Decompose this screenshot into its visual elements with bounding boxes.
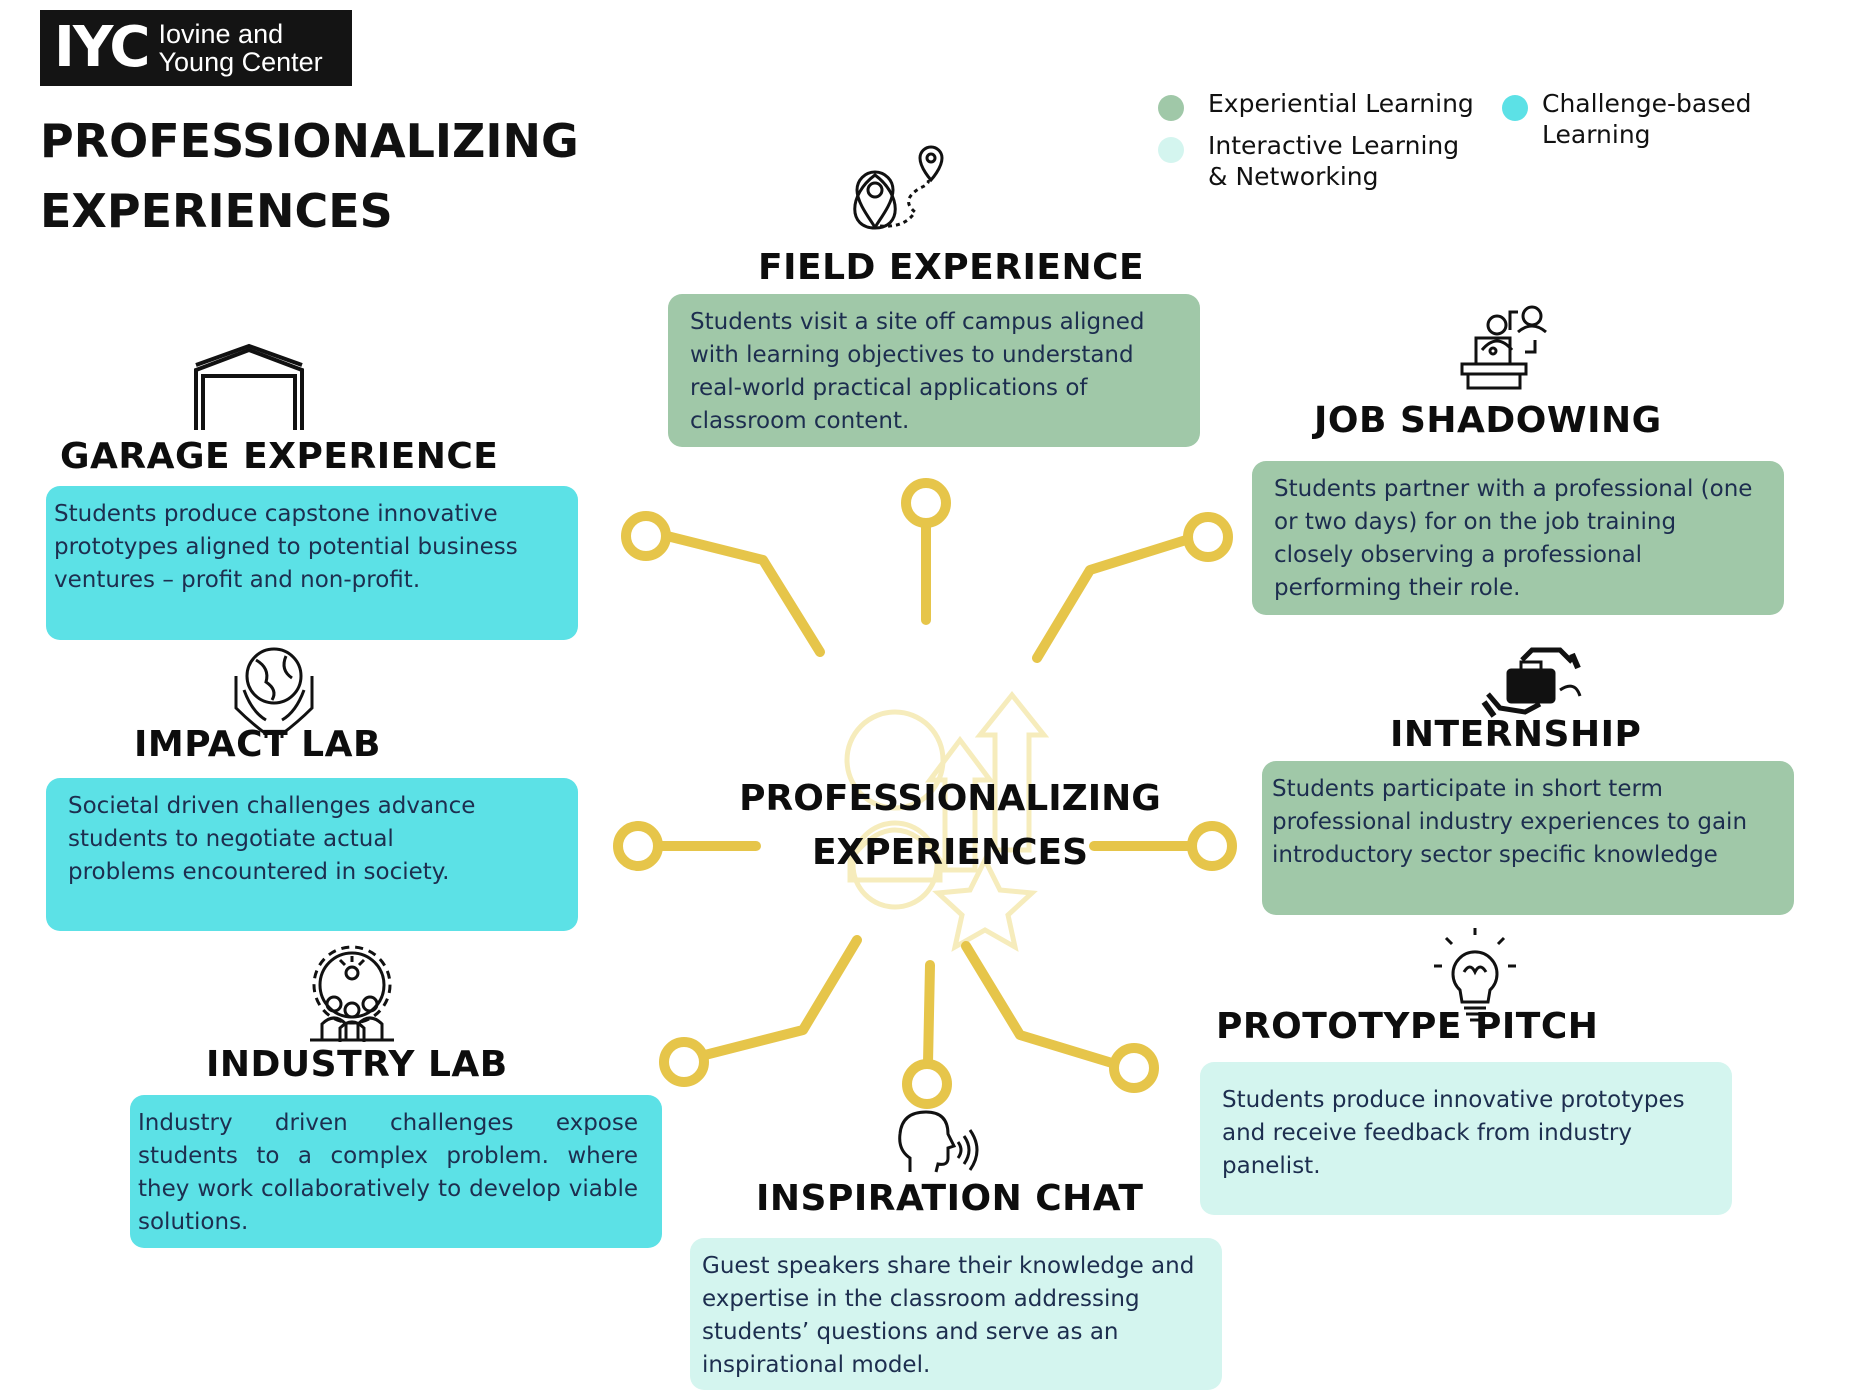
legend-dot-experiential <box>1158 95 1184 121</box>
legend-dot-challenge <box>1502 95 1528 121</box>
connector-inspiration <box>923 960 935 1068</box>
connector-node-internship <box>1187 821 1237 871</box>
industry-lab-heading: INDUSTRY LAB <box>206 1044 508 1085</box>
center-emblem-icon <box>844 690 1050 952</box>
internship-heading: INTERNSHIP <box>1390 714 1642 755</box>
connector-node-impact <box>613 821 663 871</box>
internship-box: Students participate in short term profe… <box>1262 761 1794 915</box>
impact-lab-heading: IMPACT LAB <box>134 724 381 765</box>
industry-lab-box: Industry driven challenges expose studen… <box>130 1095 662 1248</box>
connector-node-job <box>1183 512 1233 562</box>
connector-job <box>1032 535 1191 663</box>
team-gear-icon <box>310 945 394 1042</box>
lightbulb-icon <box>1434 928 1516 1022</box>
prototype-pitch-heading: PROTOTYPE PITCH <box>1216 1006 1599 1047</box>
connector-prototype <box>961 941 1117 1068</box>
prototype-pitch-box: Students produce innovative prototypes a… <box>1200 1062 1732 1215</box>
field-experience-box: Students visit a site off campus aligned… <box>668 294 1200 447</box>
legend: Experiential Learning Challenge-based Le… <box>1150 88 1860 198</box>
connector-garage <box>662 531 825 657</box>
briefcase-handshake-icon <box>1481 647 1582 718</box>
center-title: PROFESSIONALIZING EXPERIENCES <box>739 778 1161 873</box>
connector-node-prototype <box>1109 1043 1159 1093</box>
garage-experience-box: Students produce capstone innovative pro… <box>46 486 578 640</box>
job-shadowing-heading: JOB SHADOWING <box>1314 400 1662 441</box>
iyc-logo: IYC Iovine and Young Center <box>40 10 352 86</box>
connector-node-industry <box>659 1037 709 1087</box>
field-experience-heading: FIELD EXPERIENCE <box>758 247 1145 288</box>
map-route-icon <box>853 145 944 230</box>
garage-icon <box>194 343 304 430</box>
legend-label-interactive: Interactive Learning & Networking <box>1208 131 1460 191</box>
impact-lab-box: Societal driven challenges advance stude… <box>46 778 578 931</box>
logo-mark: IYC <box>54 15 150 80</box>
globe-hands-icon <box>234 647 314 738</box>
logo-text: Iovine and Young Center <box>158 19 323 77</box>
connector-node-inspiration <box>902 1059 952 1109</box>
connector-industry <box>700 935 862 1060</box>
legend-dot-interactive <box>1158 137 1184 163</box>
inspiration-chat-heading: INSPIRATION CHAT <box>756 1178 1144 1219</box>
legend-label-challenge: Challenge-based Learning <box>1542 89 1752 149</box>
connector-node-field <box>901 478 951 528</box>
inspiration-chat-box: Guest speakers share their knowledge and… <box>690 1238 1222 1390</box>
connectors <box>613 478 1237 1109</box>
connector-node-garage <box>621 511 671 561</box>
presenter-desk-icon <box>1460 305 1547 390</box>
legend-label-experiential: Experiential Learning <box>1208 89 1474 118</box>
job-shadowing-box: Students partner with a professional (on… <box>1252 461 1784 615</box>
speaking-head-icon <box>898 1110 979 1173</box>
page-title: PROFESSIONALIZING EXPERIENCES <box>40 114 579 238</box>
garage-experience-heading: GARAGE EXPERIENCE <box>60 436 499 477</box>
